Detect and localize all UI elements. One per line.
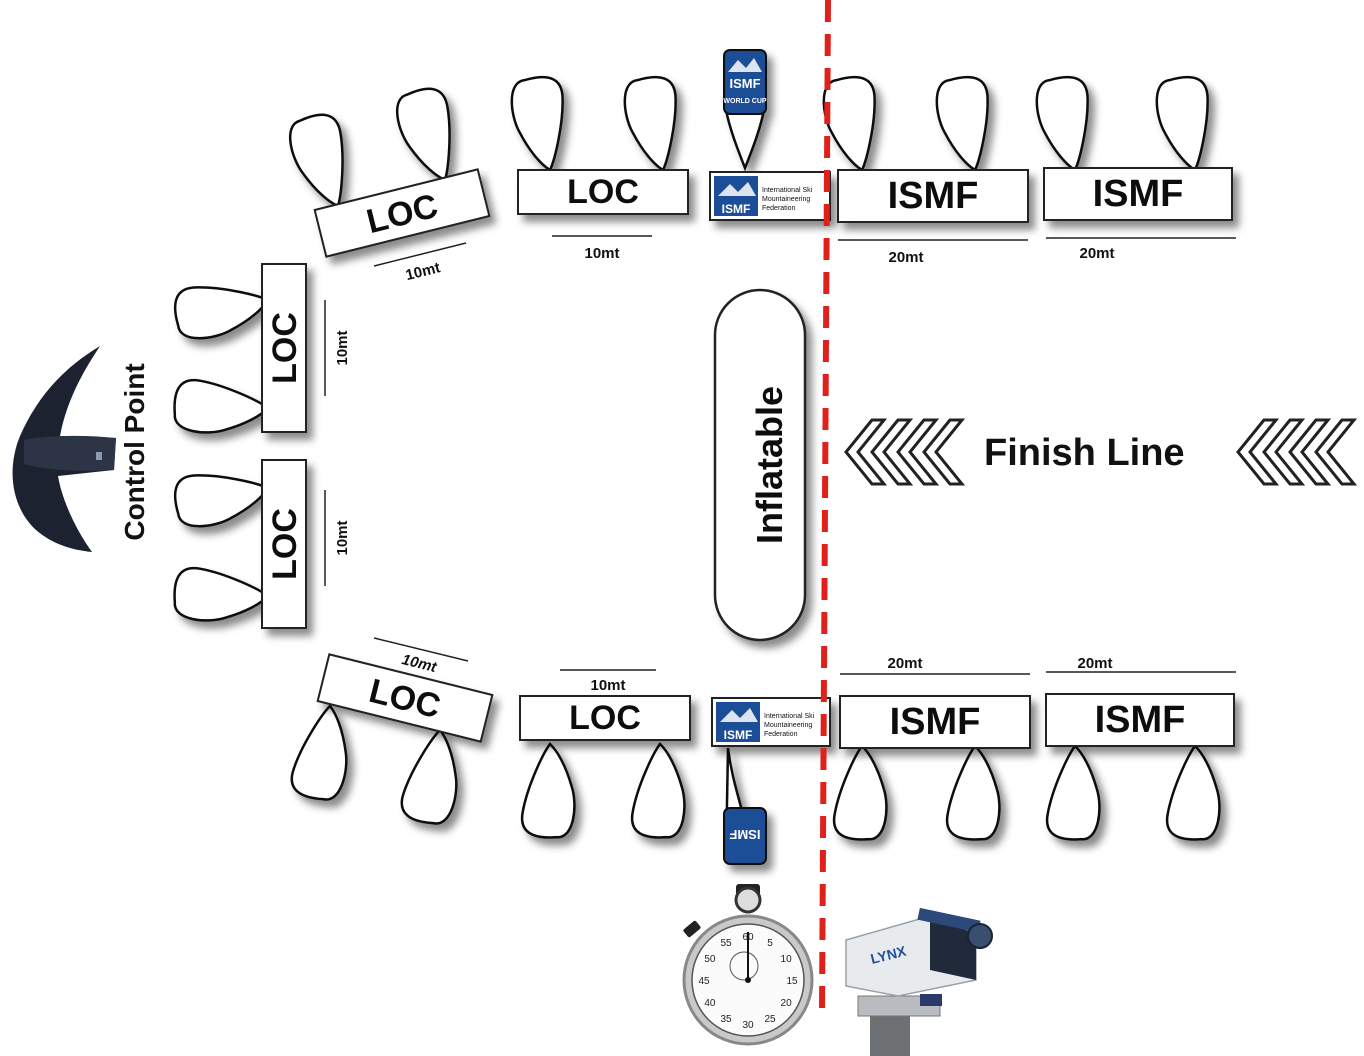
banner-ismf-org-top: ISMF International Ski Mountaineering Fe…	[709, 171, 831, 221]
stopwatch-number: 40	[704, 998, 716, 1009]
ismf-logo-text: ISMF	[729, 76, 760, 91]
banner-loc-left-upper: LOC	[261, 263, 307, 433]
banner-ismf-top-right: ISMF	[1043, 167, 1233, 221]
dim-label-top-angled: 10mt	[404, 259, 442, 284]
control-point-tent-icon	[12, 346, 116, 552]
banner-ismf-org-bottom: ISMF International Ski Mountaineering Fe…	[711, 697, 831, 747]
svg-text:Mountaineering: Mountaineering	[762, 196, 810, 203]
banners: LOC LOC ISMF International Ski Mountaine…	[261, 167, 1235, 749]
chevrons-left-icon	[844, 418, 966, 486]
measurement-labels: 10mt 10mt 20mt 20mt 10mt 10mt 10mt 10mt …	[334, 245, 1115, 694]
banner-loc-bottom: LOC	[519, 695, 691, 741]
banner-loc-top-angled: LOC	[313, 168, 491, 258]
svg-text:Mountaineering: Mountaineering	[764, 722, 812, 729]
finish-line-label: Finish Line	[984, 432, 1185, 474]
stopwatch-number: 15	[786, 976, 798, 987]
dim-label-bottom-loc: 10mt	[590, 677, 625, 694]
ismf-logo-flag-top: ISMF WORLD CUP	[723, 49, 767, 172]
chevrons-right-icon	[1236, 418, 1358, 486]
dim-label-bottom-ismf-left: 20mt	[887, 655, 922, 672]
dim-label-top-ismf-left: 20mt	[888, 249, 923, 266]
finish-camera-icon: LYNX	[845, 907, 993, 1056]
ismf-logo-flag-bottom: ISMF	[723, 747, 767, 865]
banner-ismf-bottom-left: ISMF	[839, 695, 1031, 749]
dim-label-left-lower: 10mt	[334, 520, 351, 555]
svg-text:ISMF: ISMF	[1095, 699, 1186, 741]
banner-loc-left-lower: LOC	[261, 459, 307, 629]
svg-text:ISMF: ISMF	[722, 202, 751, 216]
svg-text:International Ski: International Ski	[762, 187, 813, 194]
ismf-logo-subtext: WORLD CUP	[723, 98, 766, 105]
stopwatch-number: 35	[720, 1014, 732, 1025]
banner-ismf-top-left: ISMF	[837, 169, 1029, 223]
stopwatch-number: 55	[720, 938, 732, 949]
stopwatch-number: 20	[781, 998, 793, 1009]
stopwatch-number: 10	[781, 954, 793, 965]
svg-text:ISMF: ISMF	[724, 728, 753, 742]
svg-text:International Ski: International Ski	[764, 713, 815, 720]
svg-text:LOC: LOC	[266, 508, 304, 580]
finish-line-marker	[819, 0, 831, 1011]
svg-text:LOC: LOC	[567, 173, 639, 211]
banner-ismf-bottom-right: ISMF	[1045, 693, 1235, 747]
svg-text:Federation: Federation	[762, 205, 796, 212]
stopwatch-icon: 60510152025303540455055	[682, 884, 814, 1046]
control-point-label: Control Point	[119, 363, 150, 540]
dim-label-top-loc: 10mt	[584, 245, 619, 262]
stopwatch-number: 50	[704, 954, 716, 965]
stopwatch-number: 25	[764, 1014, 776, 1025]
dim-label-top-ismf-right: 20mt	[1079, 245, 1114, 262]
svg-text:LOC: LOC	[569, 699, 641, 737]
svg-text:ISMF: ISMF	[888, 175, 979, 217]
stopwatch-number: 5	[767, 938, 773, 949]
svg-text:LOC: LOC	[266, 312, 304, 384]
inflatable-label: Inflatable	[749, 386, 790, 544]
stopwatch-number: 45	[698, 976, 710, 987]
inflatable: Inflatable	[713, 288, 807, 642]
dim-label-left-upper: 10mt	[334, 330, 351, 365]
svg-text:Federation: Federation	[764, 731, 798, 738]
ismf-logo-text-flipped: ISMF	[729, 827, 760, 842]
banner-loc-bottom-angled: LOC	[316, 653, 494, 743]
svg-text:ISMF: ISMF	[1093, 173, 1184, 215]
svg-text:ISMF: ISMF	[890, 701, 981, 743]
measurements	[324, 235, 1236, 675]
dim-label-bottom-ismf-right: 20mt	[1077, 655, 1112, 672]
stopwatch-number: 30	[742, 1020, 754, 1031]
banner-loc-top: LOC	[517, 169, 689, 215]
